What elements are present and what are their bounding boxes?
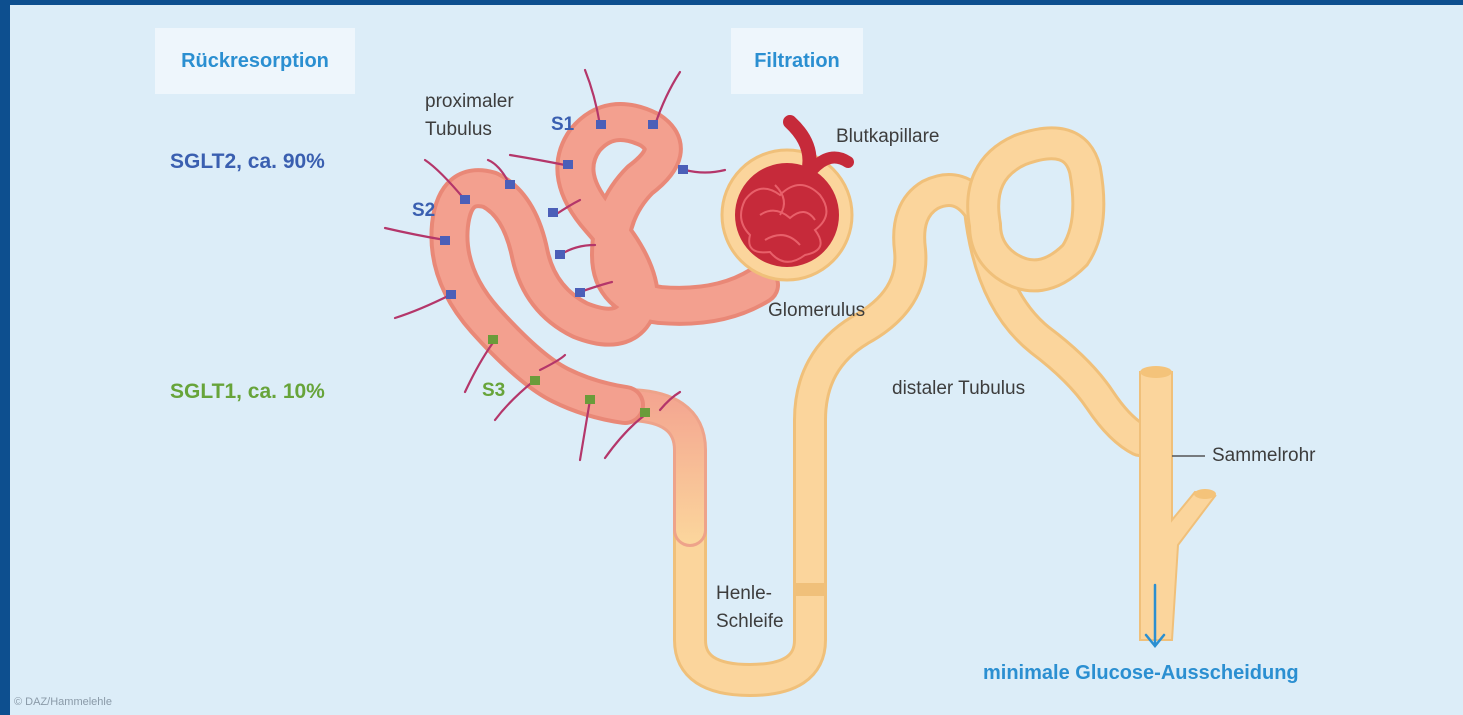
segment-s1-label: S1 xyxy=(551,114,574,136)
filtration-title: Filtration xyxy=(754,50,840,73)
collecting-duct xyxy=(1140,366,1216,640)
henle-loop-label-line2: Schleife xyxy=(716,608,784,636)
collecting-duct-label: Sammelrohr xyxy=(1212,442,1315,470)
segment-s2-label: S2 xyxy=(412,200,435,222)
glomerulus xyxy=(722,150,852,280)
glomerulus-label: Glomerulus xyxy=(768,297,865,325)
proximal-tubule-label-line2: Tubulus xyxy=(425,116,514,144)
filtration-header: Filtration xyxy=(731,28,863,94)
image-credit: © DAZ/Hammelehle xyxy=(14,696,112,708)
proximal-tubule-label-line1: proximaler xyxy=(425,88,514,116)
blood-capillary-label: Blutkapillare xyxy=(836,123,940,151)
proximal-tubule-label: proximaler Tubulus xyxy=(425,88,514,144)
sglt2-label: SGLT2, ca. 90% xyxy=(170,150,325,174)
distal-tubule-label: distaler Tubulus xyxy=(892,375,1025,403)
reabsorption-header: Rückresorption xyxy=(155,28,355,94)
henle-loop-label: Henle- Schleife xyxy=(716,580,784,636)
henle-loop-label-line1: Henle- xyxy=(716,580,784,608)
glucose-excretion-label: minimale Glucose-Ausscheidung xyxy=(983,662,1299,685)
segment-s3-label: S3 xyxy=(482,380,505,402)
reabsorption-title: Rückresorption xyxy=(181,50,329,73)
sglt1-label: SGLT1, ca. 10% xyxy=(170,380,325,404)
